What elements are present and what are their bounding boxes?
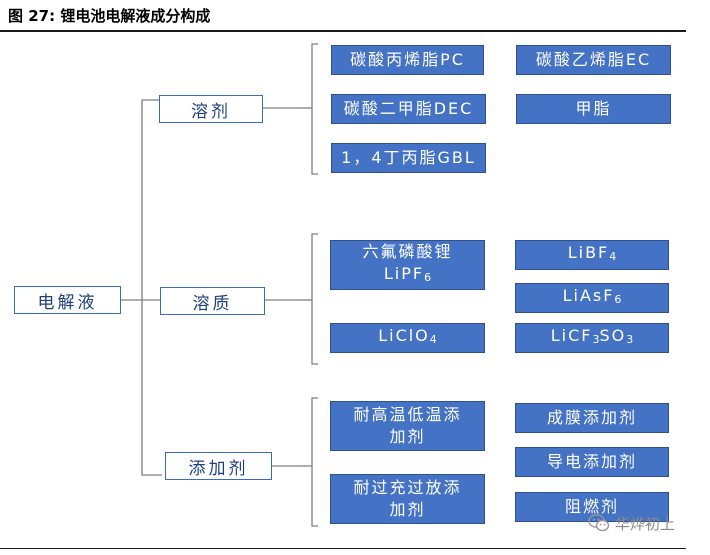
solute-licf3so3-formula: LiCF3SO3 — [551, 325, 633, 351]
figure-title: 图 27: 锂电池电解液成分构成 — [8, 7, 211, 25]
watermark: 华烨初上 — [588, 510, 675, 536]
solute-lipf6-subscript: 6 — [424, 271, 432, 284]
solvent-pc-label: 碳酸丙烯脂PC — [350, 50, 465, 69]
solute-liasf6-text: LiAsF — [562, 286, 615, 305]
solute-licf3so3-sub1: 3 — [592, 333, 600, 346]
additive-overcharge-line1: 耐过充过放添 — [353, 478, 462, 497]
additive-conductive: 导电添加剂 — [515, 447, 669, 477]
solute-lipf6-name: 六氟磷酸锂 — [362, 242, 453, 261]
solvent-ec-label: 碳酸乙烯脂EC — [535, 50, 652, 69]
solute-libf4-formula: LiBF4 — [568, 242, 617, 268]
node-electrolyte: 电解液 — [14, 286, 121, 314]
additive-conductive-label: 导电添加剂 — [546, 452, 637, 471]
solvent-dec-label: 碳酸二甲脂DEC — [343, 99, 474, 118]
solute-liclo4-subscript: 4 — [429, 333, 437, 346]
additive-film: 成膜添加剂 — [515, 403, 669, 433]
solvent-gbl: 1，4丁丙脂GBL — [331, 143, 486, 173]
additive-overcharge: 耐过充过放添 加剂 — [330, 474, 485, 524]
solute-liclo4-formula: LiClO4 — [378, 325, 437, 351]
solute-libf4: LiBF4 — [515, 240, 669, 270]
node-electrolyte-label: 电解液 — [37, 292, 98, 313]
solute-lipf6-content: 六氟磷酸锂 LiPF6 — [362, 241, 452, 289]
additive-overcharge-content: 耐过充过放添 加剂 — [353, 477, 461, 521]
solvent-ec: 碳酸乙烯脂EC — [516, 45, 671, 75]
bracket-solute — [311, 233, 318, 365]
solute-liasf6: LiAsF6 — [515, 283, 669, 313]
solute-licf3so3-sub2: 3 — [626, 333, 634, 346]
solvent-pc: 碳酸丙烯脂PC — [331, 45, 484, 75]
solvent-dec: 碳酸二甲脂DEC — [331, 94, 486, 124]
node-solute: 溶质 — [160, 287, 265, 315]
solute-libf4-subscript: 4 — [609, 250, 617, 263]
additive-flame-retardant-label: 阻燃剂 — [564, 497, 619, 516]
node-additive: 添加剂 — [165, 452, 272, 480]
additive-temperature-content: 耐高温低温添 加剂 — [353, 404, 461, 448]
bracket-additive — [311, 397, 318, 527]
bracket-solvent — [311, 43, 318, 175]
additive-temperature: 耐高温低温添 加剂 — [330, 401, 485, 451]
bottom-rule — [0, 548, 686, 549]
solute-lipf6: 六氟磷酸锂 LiPF6 — [330, 240, 485, 290]
solute-licf3so3: LiCF3SO3 — [515, 323, 669, 353]
node-solvent-label: 溶剂 — [191, 101, 231, 122]
node-solute-label: 溶质 — [192, 293, 233, 314]
additive-flame-retardant: 阻燃剂 — [515, 492, 669, 522]
additive-temperature-line1: 耐高温低温添 — [353, 405, 462, 424]
solute-lipf6-formula: LiPF — [383, 264, 425, 283]
solute-lipf6-formula-line: LiPF6 — [362, 263, 452, 289]
node-additive-label: 添加剂 — [188, 458, 249, 479]
solute-liasf6-subscript: 6 — [614, 293, 622, 306]
solvent-methyl-label: 甲脂 — [575, 99, 612, 118]
watermark-text: 华烨初上 — [615, 514, 676, 533]
wechat-icon — [588, 514, 610, 532]
additive-overcharge-line2: 加剂 — [389, 500, 426, 519]
solute-liclo4: LiClO4 — [330, 323, 485, 353]
solute-libf4-text: LiBF — [567, 243, 610, 262]
solute-licf3so3-part2: SO — [599, 326, 627, 345]
solute-liasf6-formula: LiAsF6 — [563, 285, 622, 311]
solute-liclo4-text: LiClO — [378, 326, 430, 345]
solute-licf3so3-part1: LiCF — [550, 326, 593, 345]
bracket-main — [141, 99, 162, 476]
additive-temperature-line2: 加剂 — [389, 427, 426, 446]
additive-film-label: 成膜添加剂 — [546, 408, 637, 427]
solvent-methyl: 甲脂 — [516, 94, 671, 124]
top-rule — [0, 30, 686, 32]
node-solvent: 溶剂 — [159, 95, 263, 123]
solvent-gbl-label: 1，4丁丙脂GBL — [341, 148, 476, 167]
